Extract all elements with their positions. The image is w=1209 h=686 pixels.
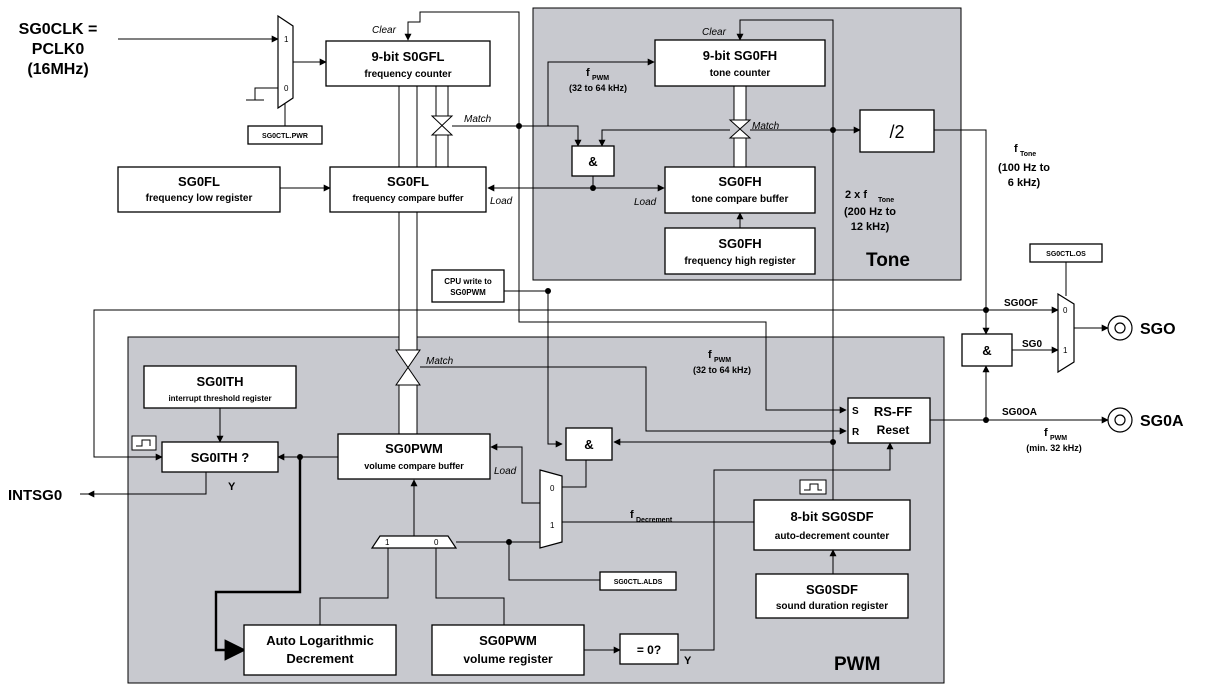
clear-label-2: Clear [702,27,727,38]
fpwm2-f: f [708,349,712,361]
ftone-f: f [1014,143,1018,155]
sg0pwm-buffer-title: SG0PWM [385,441,443,456]
and-pwm-label: & [584,437,593,452]
y-label-1: Y [228,481,236,493]
ftone-range-1: (100 Hz to [998,162,1050,174]
twoftone-range-2: 12 kHz) [851,221,890,233]
fdec-f: f [630,509,634,521]
clear-label-1: Clear [372,25,397,36]
sg0of-label: SG0OF [1004,298,1038,309]
os-label: SG0CTL.OS [1046,251,1086,258]
ftone-sub: Tone [1020,151,1036,158]
sg0fh-register-sub: frequency high register [684,256,795,267]
sg0pwm-buffer-sub: volume compare buffer [364,461,464,471]
mux-os-0: 0 [1063,306,1068,315]
mux-vol-1: 1 [385,538,390,547]
sg0fh-counter-title: 9-bit SG0FH [703,48,777,63]
mux-alds-0: 0 [550,484,555,493]
fpwm3-sub: PWM [1050,435,1067,442]
blocks [117,39,1103,676]
sg0fl-register-sub: frequency low register [146,193,253,204]
sg0sdf-counter-sub: auto-decrement counter [775,531,890,542]
fpwm1-range: (32 to 64 kHz) [569,83,627,93]
sg0ith-register-sub: interrupt threshold register [168,394,271,403]
sg0oa-label: SG0OA [1002,407,1037,418]
load-label-2: Load [634,197,657,208]
match-label-2: Match [752,121,780,132]
twoftone-sub: Tone [878,197,894,204]
sg0ith-register-title: SG0ITH [197,374,244,389]
twoftone-f: 2 x f [845,189,867,201]
sg0pwm-volume-title: SG0PWM [479,633,537,648]
load-label-1: Load [490,196,513,207]
alds-label: SG0CTL.ALDS [614,579,663,586]
mux-alds-1: 1 [550,521,555,530]
sg0sdf-counter-title: 8-bit SG0SDF [790,509,873,524]
twoftone-range-1: (200 Hz to [844,206,896,218]
sg0sdf-register-sub: sound duration register [776,601,888,612]
clk-line-1: SG0CLK = [19,21,98,38]
sg0fh-buffer-sub: tone compare buffer [692,194,789,205]
intsg0-output-label: INTSG0 [8,487,62,504]
sg0fl-buffer-title: SG0FL [387,174,429,189]
eq-zero-label: = 0? [637,643,661,657]
output-ports [1107,315,1133,433]
fpwm1-sub: PWM [592,75,609,82]
mux-vol-0: 0 [434,538,439,547]
cpu-write-line-1: CPU write to [444,277,492,286]
wires [87,11,1109,661]
fpwm2-sub: PWM [714,357,731,364]
sg0fh-buffer-title: SG0FH [718,174,761,189]
sg0a-output-label: SG0A [1140,413,1184,430]
fpwm3-range: (min. 32 kHz) [1026,443,1082,453]
fpwm1-f: f [586,67,590,79]
fdec-sub: Decrement [636,517,673,524]
load-label-3: Load [494,466,517,477]
auto-log-line-1: Auto Logarithmic [266,633,374,648]
sg0fh-register-title: SG0FH [718,236,761,251]
match-label-3: Match [426,356,454,367]
s0gfl-counter-title: 9-bit S0GFL [372,49,445,64]
r-label: R [852,427,860,438]
pwm-region-label: PWM [834,654,880,675]
sg0fl-buffer-sub: frequency compare buffer [352,193,464,203]
ftone-range-2: 6 kHz) [1008,177,1041,189]
fpwm3-f: f [1044,427,1048,439]
sg0pwm-volume-sub: volume register [463,652,553,666]
s-label: S [852,406,859,417]
pwr-label: SG0CTL.PWR [262,133,308,140]
sg0-label: SG0 [1022,339,1042,350]
rsff-title: RS-FF [874,404,912,419]
multiplexers [277,14,1075,549]
clk-line-2: PCLK0 [32,41,85,58]
y-label-2: Y [684,655,692,667]
mux-pwr-1: 1 [284,35,289,44]
s0gfl-counter-sub: frequency counter [364,69,451,80]
div2-label: /2 [889,122,904,142]
tone-region-label: Tone [866,250,910,271]
sg0fh-counter-sub: tone counter [710,68,771,79]
mux-os-1: 1 [1063,346,1068,355]
sgo-output-label: SGO [1140,321,1176,338]
sg0fl-register-title: SG0FL [178,174,220,189]
match-label-1: Match [464,114,492,125]
clk-line-3: (16MHz) [27,61,88,78]
and-tone-label: & [588,154,597,169]
sg0ith-cmp-label: SG0ITH ? [191,450,250,465]
and-out-label: & [982,343,991,358]
rsff-sub: Reset [877,423,910,437]
sg0sdf-register-title: SG0SDF [806,582,858,597]
auto-log-line-2: Decrement [286,651,354,666]
cpu-write-line-2: SG0PWM [450,288,486,297]
fpwm2-range: (32 to 64 kHz) [693,365,751,375]
mux-pwr-0: 0 [284,84,289,93]
